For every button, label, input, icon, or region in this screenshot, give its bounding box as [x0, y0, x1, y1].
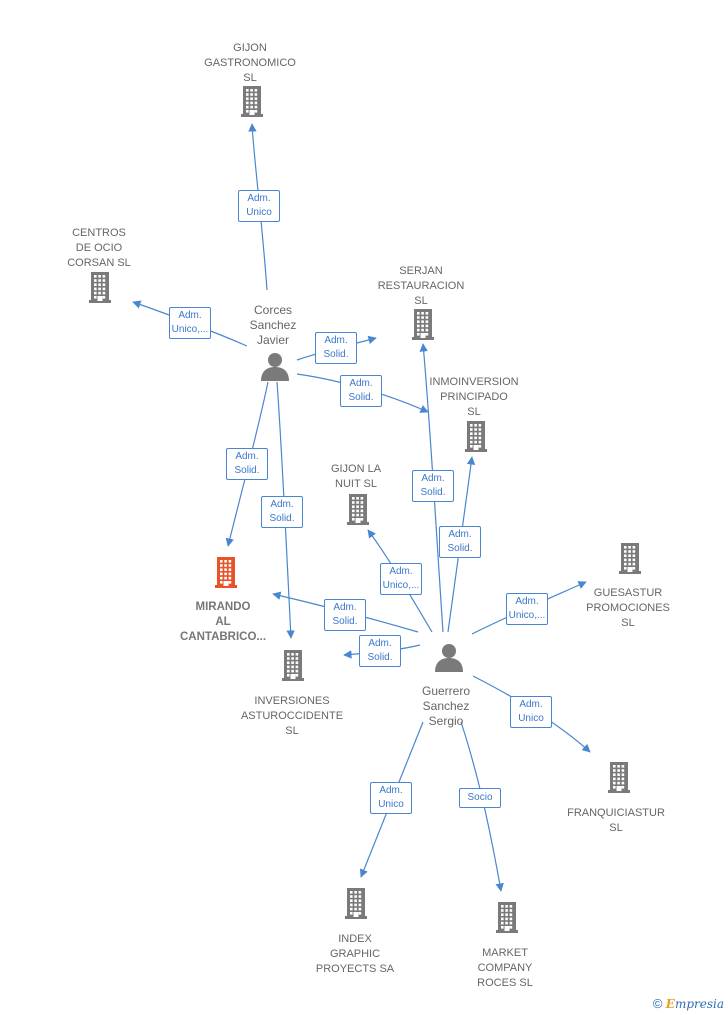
company-name-label[interactable]: CENTROS DE OCIO CORSAN SL: [67, 227, 131, 269]
company-name-label[interactable]: MARKET COMPANY ROCES SL: [477, 947, 533, 989]
relation-label[interactable]: Adm. Unico,...: [169, 307, 211, 339]
relation-label[interactable]: Adm. Unico: [370, 782, 412, 814]
company-name-label[interactable]: GIJON GASTRONOMICO SL: [204, 42, 296, 84]
building-icon[interactable]: [241, 85, 263, 122]
building-icon[interactable]: [412, 308, 434, 345]
company-name-label[interactable]: INVERSIONES ASTUROCCIDENTE SL: [240, 695, 344, 737]
relation-label[interactable]: Adm. Unico,...: [380, 563, 422, 595]
building-icon[interactable]: [345, 887, 367, 924]
company-name-label[interactable]: FRANQUICIASTUR SL: [567, 807, 665, 834]
brand-logo[interactable]: Empresia: [665, 997, 724, 1011]
building-icon[interactable]: [89, 271, 111, 308]
relation-label[interactable]: Adm. Solid.: [315, 332, 357, 364]
relation-label[interactable]: Adm. Solid.: [340, 375, 382, 407]
company-name-label[interactable]: GUESASTUR PROMOCIONES SL: [586, 587, 670, 629]
relation-label[interactable]: Adm. Solid.: [261, 496, 303, 528]
relation-label[interactable]: Adm. Unico: [510, 696, 552, 728]
person-name-label[interactable]: Corces Sanchez Javier: [249, 303, 297, 347]
footer-brand: © Empresia: [653, 996, 724, 1011]
relation-label[interactable]: Adm. Solid.: [439, 526, 481, 558]
company-name-label[interactable]: INDEX GRAPHIC PROYECTS SA: [315, 933, 395, 975]
relation-label[interactable]: Adm. Unico: [238, 190, 280, 222]
relation-label[interactable]: Adm. Solid.: [324, 599, 366, 631]
relation-label[interactable]: Adm. Solid.: [359, 635, 401, 667]
company-name-label[interactable]: SERJAN RESTAURACION SL: [377, 265, 465, 307]
person-name-label[interactable]: Guerrero Sanchez Sergio: [421, 684, 471, 728]
relation-label[interactable]: Adm. Solid.: [226, 448, 268, 480]
company-name-label[interactable]: MIRANDO AL CANTABRICO...: [179, 601, 267, 643]
copyright-icon: ©: [652, 996, 663, 1011]
relation-edge: [460, 721, 504, 892]
company-name-label[interactable]: INMOINVERSION PRINCIPADO SL: [429, 376, 519, 418]
building-icon[interactable]: [215, 556, 237, 593]
building-icon[interactable]: [496, 901, 518, 938]
building-icon[interactable]: [347, 493, 369, 530]
person-icon[interactable]: [434, 642, 464, 677]
person-icon[interactable]: [260, 351, 290, 386]
building-icon[interactable]: [282, 649, 304, 686]
company-name-label[interactable]: GIJON LA NUIT SL: [330, 463, 382, 490]
building-icon[interactable]: [608, 761, 630, 798]
building-icon[interactable]: [619, 542, 641, 579]
building-icon[interactable]: [465, 420, 487, 457]
relation-label[interactable]: Adm. Solid.: [412, 470, 454, 502]
relation-label[interactable]: Socio: [459, 788, 501, 808]
relation-label[interactable]: Adm. Unico,...: [506, 593, 548, 625]
